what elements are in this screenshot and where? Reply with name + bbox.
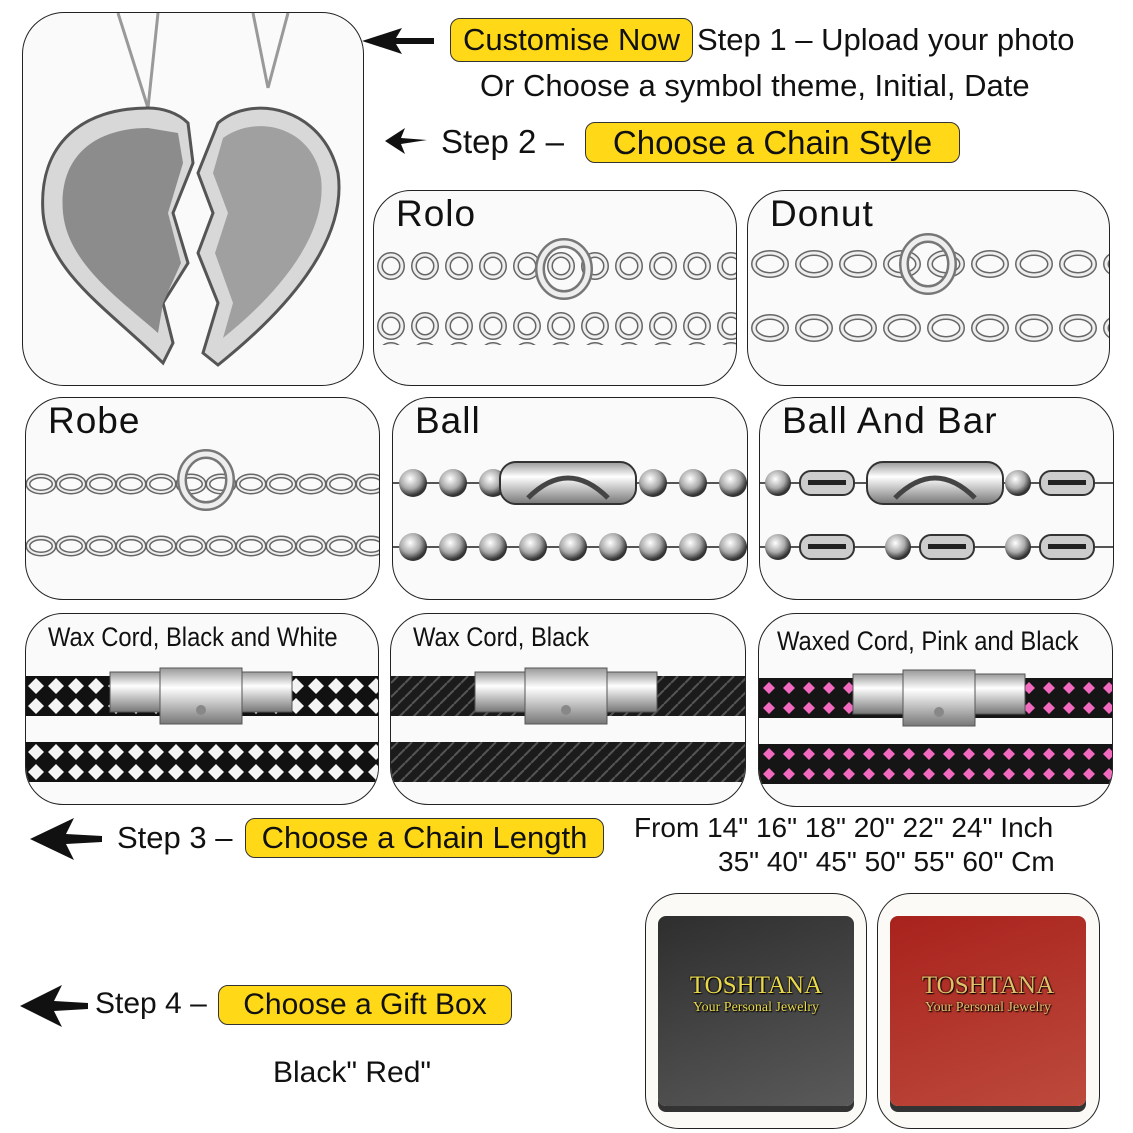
chain-name: Ball [415, 400, 481, 441]
brand-logo: TOSHTANA [689, 972, 823, 999]
arrow-icon [362, 28, 434, 54]
magnetic-clasp-image [109, 667, 293, 725]
chain-option-waxed-cord-pink-black[interactable]: Waxed Cord, Pink and Black [758, 613, 1113, 807]
chain-name: Wax Cord, Black and White [48, 622, 338, 652]
pink-black-cord-image [759, 744, 1112, 784]
ball-chain-image [393, 530, 747, 564]
black-white-cord-image [26, 742, 378, 782]
magnetic-clasp-image [474, 667, 658, 725]
step2-label: Step 2 – [441, 123, 564, 160]
donut-chain-image [748, 313, 1109, 343]
black-cord-image [391, 742, 745, 782]
robe-chain-image [26, 534, 379, 558]
chain-option-donut[interactable]: Donut [747, 190, 1110, 386]
ball-chain-connector-image [499, 461, 637, 505]
arrow-icon [30, 818, 102, 860]
chain-name: Ball And Bar [782, 400, 998, 441]
gift-box-black[interactable]: TOSHTANA Your Personal Jewelry [645, 893, 867, 1129]
lobster-clasp-image [899, 233, 957, 295]
step1-text: Step 1 – Upload your photo [697, 22, 1075, 57]
red-box-image: TOSHTANA Your Personal Jewelry [890, 916, 1086, 1106]
chain-option-rolo[interactable]: Rolo [373, 190, 737, 386]
choose-gift-box-button[interactable]: Choose a Gift Box [218, 985, 512, 1025]
chain-name: Waxed Cord, Pink and Black [777, 626, 1079, 656]
gift-box-red[interactable]: TOSHTANA Your Personal Jewelry [877, 893, 1100, 1129]
broken-heart-pendant-illustration [41, 13, 341, 367]
lengths-inch: From 14" 16" 18" 20" 22" 24" Inch [634, 812, 1054, 843]
chain-option-wax-cord-black[interactable]: Wax Cord, Black [390, 613, 746, 805]
rolo-chain-image [374, 311, 736, 345]
chain-name: Wax Cord, Black [413, 622, 590, 652]
brand-tagline: Your Personal Jewelry [924, 1000, 1052, 1015]
rolo-chain-image [374, 251, 736, 281]
chain-option-ball[interactable]: Ball [392, 397, 748, 600]
ball-chain-connector-image [866, 461, 1004, 505]
robe-chain-image [26, 472, 379, 496]
brand-logo: TOSHTANA [921, 972, 1055, 999]
choose-chain-length-button[interactable]: Choose a Chain Length [245, 818, 604, 858]
arrow-icon [385, 128, 427, 154]
brand-tagline: Your Personal Jewelry [692, 1000, 820, 1015]
lobster-clasp-image [177, 449, 235, 511]
step1-subtext: Or Choose a symbol theme, Initial, Date [480, 68, 1030, 103]
gift-box-options: Black" Red" [273, 1056, 432, 1089]
chain-option-robe[interactable]: Robe [25, 397, 380, 600]
chain-name: Donut [770, 193, 874, 234]
donut-chain-image [748, 249, 1109, 279]
step4-label: Step 4 – [95, 987, 207, 1020]
pendant-image-panel [22, 12, 364, 386]
ball-and-bar-chain-image [760, 530, 1113, 564]
chain-option-ball-and-bar[interactable]: Ball And Bar [759, 397, 1114, 600]
lobster-clasp-image [535, 238, 593, 300]
choose-chain-style-button[interactable]: Choose a Chain Style [585, 122, 960, 163]
chain-option-wax-cord-black-white[interactable]: Wax Cord, Black and White [25, 613, 379, 805]
chain-name: Robe [48, 400, 141, 441]
black-box-image: TOSHTANA Your Personal Jewelry [658, 916, 854, 1106]
arrow-icon [20, 985, 88, 1027]
chain-name: Rolo [396, 193, 477, 234]
customise-now-button[interactable]: Customise Now [450, 18, 693, 62]
lengths-cm: 35" 40" 45" 50" 55" 60" Cm [718, 846, 1055, 877]
step3-label: Step 3 – [117, 820, 233, 855]
magnetic-clasp-image [852, 669, 1026, 727]
